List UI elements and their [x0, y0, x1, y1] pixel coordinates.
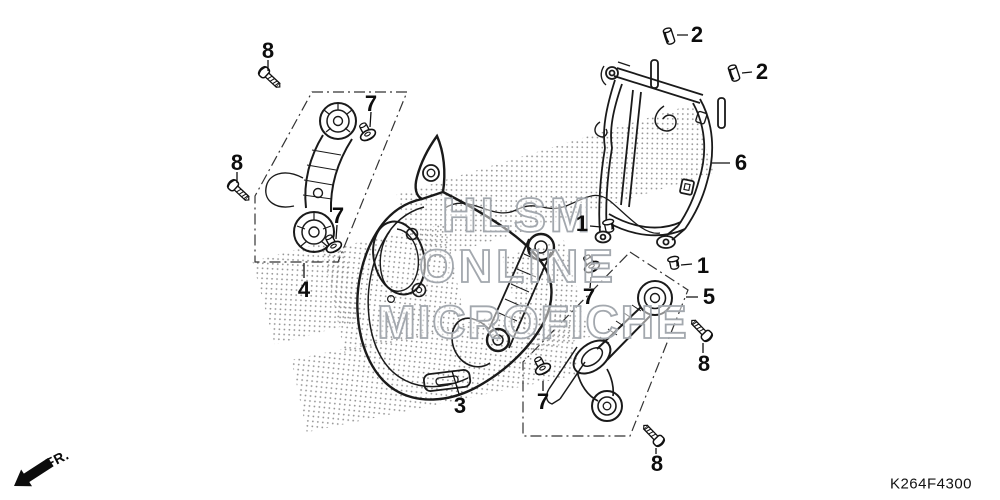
- screw-8-top-left-upper: [255, 63, 285, 92]
- diagram-code: K264F4300: [889, 475, 973, 493]
- bushing-1-right: [666, 254, 682, 271]
- callout-7-upper[interactable]: 7: [364, 91, 378, 116]
- callout-6[interactable]: 6: [734, 150, 748, 175]
- callout-8-right-upper[interactable]: 8: [697, 351, 711, 376]
- callout-4[interactable]: 4: [297, 277, 311, 302]
- callout-8-top-left-lower[interactable]: 8: [230, 150, 244, 175]
- callout-7-right[interactable]: 7: [582, 284, 596, 309]
- part-5-bracket-drawing: [545, 280, 673, 422]
- part-6-headlight-stay-drawing: [594, 59, 726, 249]
- callout-1-left[interactable]: 1: [575, 211, 589, 236]
- callout-8-bottom[interactable]: 8: [650, 451, 664, 476]
- grommet-7-right: [578, 251, 603, 277]
- callout-2-lower[interactable]: 2: [755, 59, 769, 84]
- assembly-box-part-4: [254, 91, 408, 263]
- callout-7-mid[interactable]: 7: [331, 203, 345, 228]
- grommet-7-upper: [354, 119, 379, 145]
- collar-2-lower: [726, 63, 742, 83]
- part-3-headlight-cowl-drawing: [356, 133, 556, 401]
- screw-8-top-left-lower: [224, 176, 254, 205]
- harness-cable-line: [444, 194, 661, 234]
- screw-8-bottom: [639, 420, 668, 450]
- callout-2-upper[interactable]: 2: [690, 22, 704, 47]
- part-4-bracket-drawing: [265, 102, 357, 253]
- callout-1-right[interactable]: 1: [696, 253, 710, 278]
- callout-7-bottom[interactable]: 7: [536, 389, 550, 414]
- callout-3[interactable]: 3: [453, 393, 467, 418]
- fr-direction-arrow: [14, 457, 54, 487]
- assembly-box-part-5: [522, 251, 689, 437]
- callout-leader-lines: [236, 34, 753, 454]
- collar-2-upper: [661, 26, 677, 46]
- screw-8-right-upper: [687, 315, 716, 345]
- callout-5[interactable]: 5: [702, 284, 716, 309]
- callout-8-top-left-upper[interactable]: 8: [261, 38, 275, 63]
